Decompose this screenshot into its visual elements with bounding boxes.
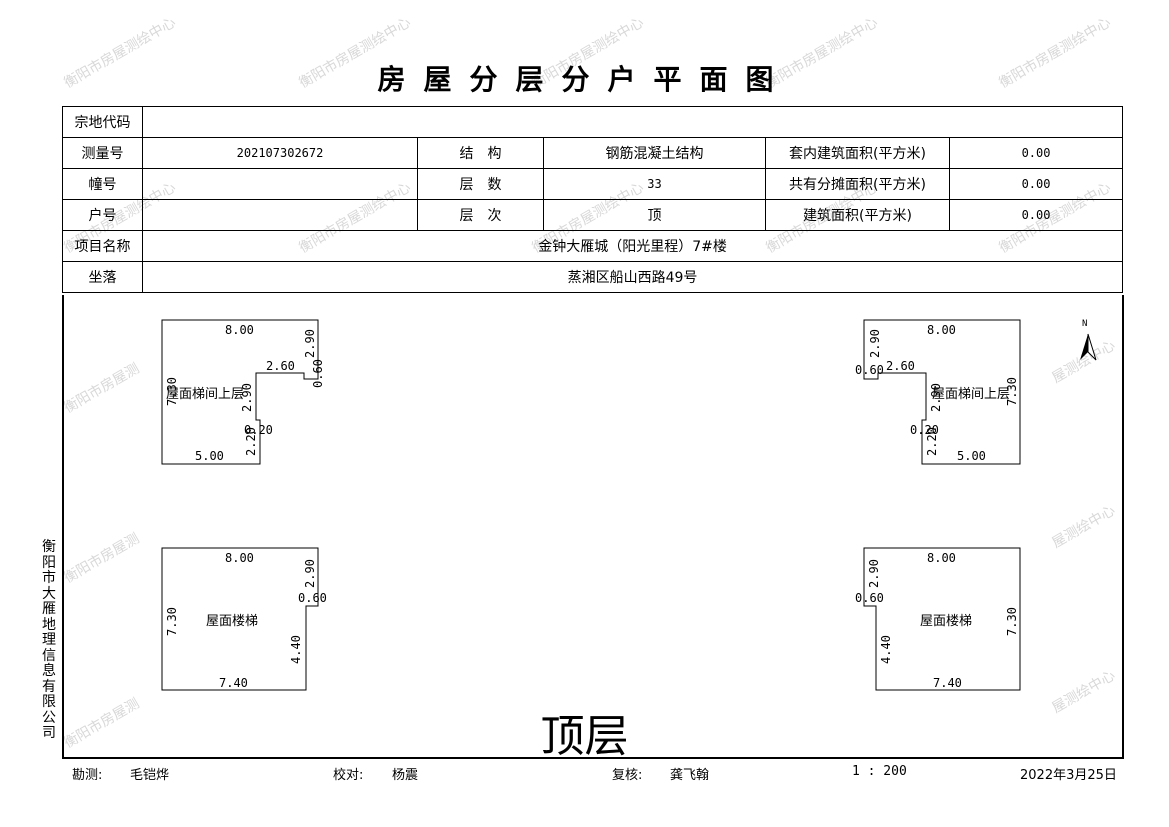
dimension-label: 7.30	[165, 377, 179, 406]
dimension-label: 7.40	[219, 676, 248, 690]
dimension-label: 2.90	[867, 559, 881, 588]
dimension-label: 0.60	[855, 591, 884, 605]
survey-label: 勘测:	[72, 768, 103, 783]
plan-outline	[863, 319, 1021, 465]
dimension-label: 0.20	[244, 423, 273, 437]
dimension-label: 5.00	[195, 449, 224, 463]
date-label: 2022年3月25日	[1020, 768, 1117, 783]
dimension-label: 0.60	[311, 359, 325, 388]
table-row: 幢号 层 数 33 共有分摊面积(平方米) 0.00	[62, 168, 1124, 200]
room-label: 屋面楼梯	[206, 614, 258, 629]
dimension-label: 8.00	[927, 551, 956, 565]
dimension-label: 2.90	[929, 383, 943, 412]
project-name-value: 金钟大雁城（阳光里程）7#楼	[141, 230, 1124, 262]
building-number-label: 幢号	[62, 168, 143, 200]
dimension-label: 4.40	[879, 635, 893, 664]
dimension-label: 2.90	[868, 329, 882, 358]
dimension-label: 2.60	[886, 359, 915, 373]
dimension-label: 7.30	[1005, 377, 1019, 406]
floor-level-value: 顶	[543, 199, 766, 231]
dimension-label: 0.60	[298, 591, 327, 605]
floor-count-value: 33	[543, 168, 766, 200]
project-name-label: 项目名称	[62, 230, 143, 262]
table-row: 坐落 蒸湘区船山西路49号	[62, 261, 1124, 293]
dimension-label: 2.90	[240, 383, 254, 412]
dimension-label: 8.00	[225, 551, 254, 565]
inner-area-value: 0.00	[948, 137, 1124, 169]
shared-area-value: 0.00	[948, 168, 1124, 200]
dimension-label: 2.90	[303, 559, 317, 588]
dimension-label: 8.00	[927, 323, 956, 337]
table-row: 项目名称 金钟大雁城（阳光里程）7#楼	[62, 230, 1124, 262]
check-label: 校对:	[333, 768, 364, 783]
building-area-label: 建筑面积(平方米)	[765, 199, 950, 231]
dimension-label: 7.40	[933, 676, 962, 690]
building-area-value: 0.00	[948, 199, 1124, 231]
plan-outline	[863, 547, 1021, 691]
location-value: 蒸湘区船山西路49号	[141, 261, 1124, 293]
dimension-label: 0.20	[910, 423, 939, 437]
structure-value: 钢筋混凝土结构	[543, 137, 766, 169]
check-name: 杨震	[392, 768, 419, 783]
north-arrow-icon	[1080, 333, 1097, 361]
room-label: 屋面楼梯	[920, 614, 972, 629]
company-name-vertical: 衡阳市大雁地理信息有限公司	[42, 539, 56, 741]
dimension-label: 0.60	[855, 363, 884, 377]
dimension-label: 2.90	[303, 329, 317, 358]
north-label: N	[1082, 319, 1087, 329]
dimension-label: 7.30	[1005, 607, 1019, 636]
dimension-label: 4.40	[289, 635, 303, 664]
plan-outline	[161, 319, 319, 465]
layer-label: 顶层	[540, 711, 629, 762]
location-label: 坐落	[62, 261, 143, 293]
dimension-label: 7.30	[165, 607, 179, 636]
dimension-label: 2.20	[925, 427, 939, 456]
plan-outline	[161, 547, 319, 691]
survey-name: 毛铠烨	[130, 768, 170, 783]
page-title: 房屋分层分户平面图	[377, 63, 792, 96]
review-label: 复核:	[612, 768, 643, 783]
dimension-label: 8.00	[225, 323, 254, 337]
room-label: 屋面梯间上层	[166, 387, 244, 402]
scale-label: 1 : 200	[852, 764, 907, 779]
parcel-code-label: 宗地代码	[62, 106, 143, 138]
dimension-label: 2.60	[266, 359, 295, 373]
table-row: 测量号 202107302672 结 构 钢筋混凝土结构 套内建筑面积(平方米)…	[62, 137, 1124, 169]
review-name: 龚飞翰	[670, 768, 710, 783]
dimension-label: 5.00	[957, 449, 986, 463]
room-label: 屋面梯间上层	[932, 387, 1010, 402]
drawing-frame	[62, 295, 1124, 759]
info-table: 宗地代码 测量号 202107302672 结 构 钢筋混凝土结构 套内建筑面积…	[62, 106, 1124, 293]
dimension-label: 2.20	[244, 427, 258, 456]
